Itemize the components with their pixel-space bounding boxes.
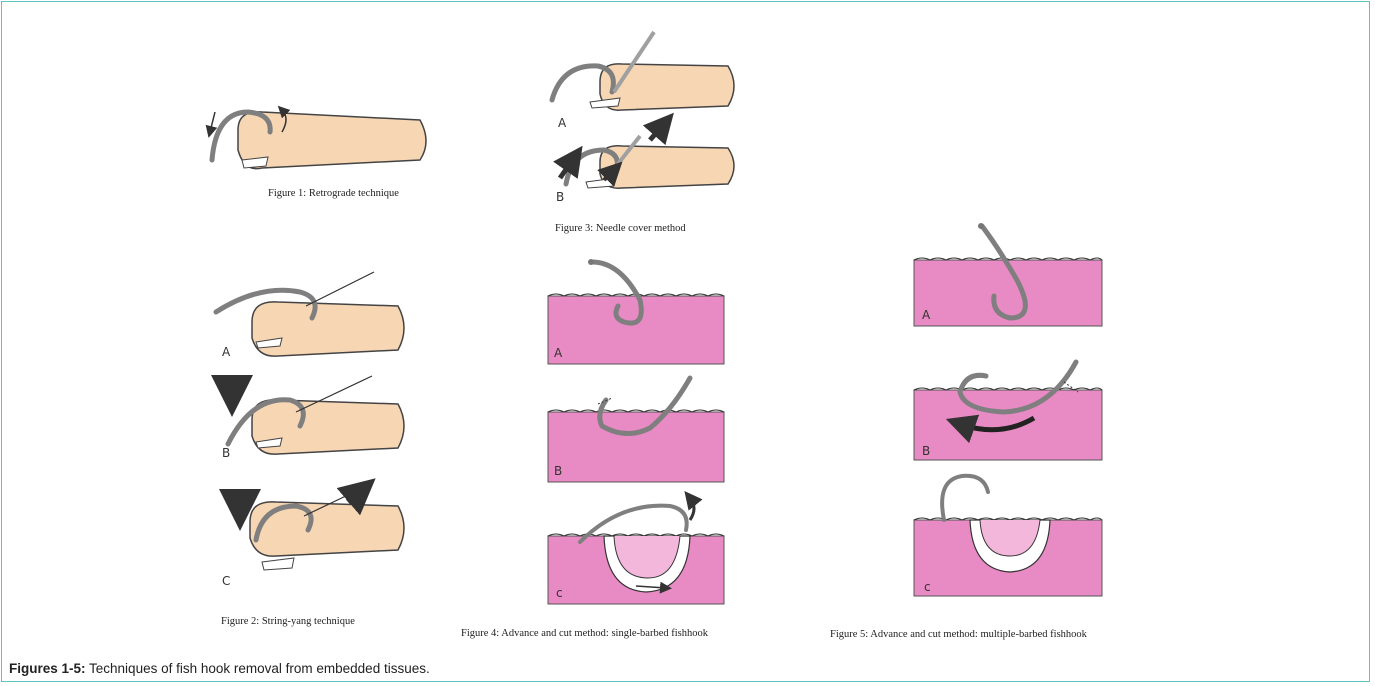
figure-2-caption: Figure 2: String-yang technique xyxy=(221,616,355,627)
main-caption-text: Techniques of fish hook removal from emb… xyxy=(86,661,430,676)
figure-2-illustration xyxy=(216,272,404,570)
panel-label: A xyxy=(922,308,930,322)
figure-1-caption: Figure 1: Retrograde technique xyxy=(268,188,399,199)
arrow-down xyxy=(210,112,215,132)
figure-5-caption: Figure 5: Advance and cut method: multip… xyxy=(830,629,1087,640)
figure-3-caption: Figure 3: Needle cover method xyxy=(555,223,686,234)
panel-label: A xyxy=(554,346,562,360)
figure-3-illustration xyxy=(552,32,734,188)
figure-1-illustration xyxy=(210,110,426,169)
panel-label: A xyxy=(558,116,566,130)
panel-label: B xyxy=(554,464,562,478)
figure-4-illustration xyxy=(548,259,724,604)
figure-4-caption: Figure 4: Advance and cut method: single… xyxy=(461,628,708,639)
panel-label: c xyxy=(924,580,931,594)
panel-label: c xyxy=(556,586,563,600)
panel-label: B xyxy=(222,446,230,460)
panel-label: B xyxy=(922,444,930,458)
panel-label: C xyxy=(222,574,230,588)
main-caption: Figures 1-5: Techniques of fish hook rem… xyxy=(9,661,430,676)
figure-5-illustration xyxy=(914,223,1102,596)
main-caption-label: Figures 1-5: xyxy=(9,661,86,676)
panel-label: B xyxy=(556,190,564,204)
panel-label: A xyxy=(222,345,230,359)
